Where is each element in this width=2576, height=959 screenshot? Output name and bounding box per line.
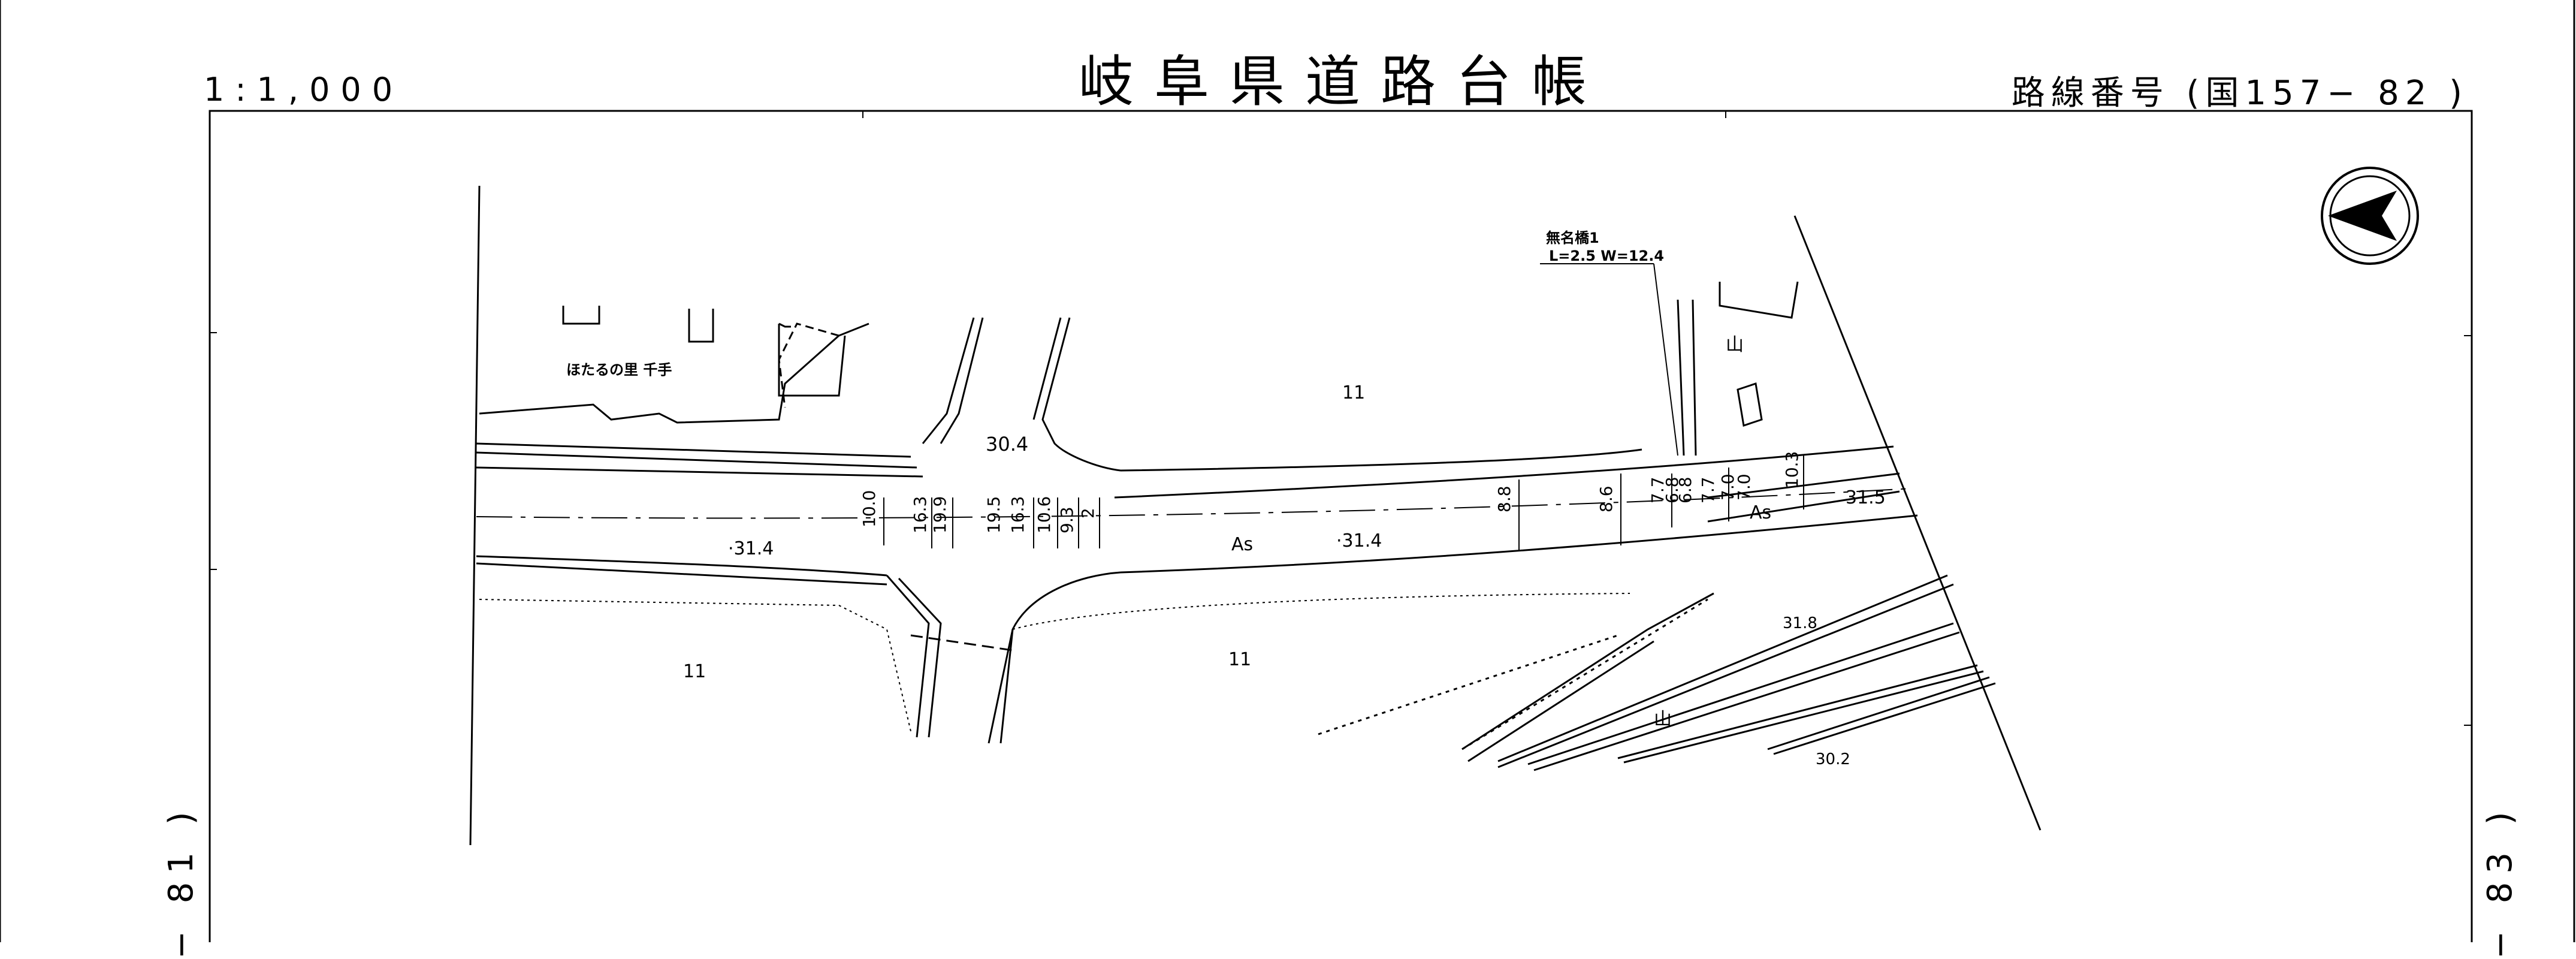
land-use-label: 11	[1342, 382, 1365, 403]
facility-label: ほたるの里 千手	[566, 361, 672, 378]
dimension-lines	[883, 456, 1804, 551]
bridge-name: 無名橋1	[1546, 230, 1599, 246]
width-dimension-label: 19.9	[930, 496, 950, 533]
rail-strips	[1318, 574, 1996, 771]
scale-label: 1:1,000	[204, 71, 404, 108]
width-dimension-label: 7.7	[1648, 477, 1668, 503]
width-dimension-label: 10.6	[1034, 496, 1054, 533]
elevation-label: ·31.4	[1336, 530, 1382, 551]
pavement-label: As	[1231, 534, 1253, 555]
cross-road	[886, 317, 1121, 744]
width-dimension-label: 8.6	[1596, 485, 1616, 512]
width-dimension-label: 6.8	[1662, 477, 1682, 503]
bridge-dimensions: L=2.5 W=12.4	[1549, 248, 1664, 264]
width-dimension-label: 7.0	[1734, 474, 1754, 500]
land-use-label: 山	[1654, 709, 1672, 730]
route-number-value: (国157− 82 )	[2186, 74, 2468, 113]
elevation-label: 31.8	[1783, 614, 1817, 632]
width-dimension-label: 10.0	[859, 490, 879, 527]
land-use-label: 11	[1228, 649, 1251, 670]
land-use-label: 山	[1726, 334, 1744, 355]
land-use-label: 11	[683, 661, 706, 682]
width-dimension-label: 8.8	[1494, 485, 1514, 512]
pavement-label: As	[1750, 502, 1771, 523]
width-dimension-label: 2	[1078, 508, 1098, 518]
route-number-label: 路線番号	[2011, 74, 2170, 113]
width-dimension-label: 9.3	[1057, 506, 1077, 533]
north-arrow-icon	[2321, 167, 2419, 265]
width-dimension-label: 19.5	[984, 496, 1004, 533]
buildings	[479, 281, 1799, 427]
page-title: 岐阜県道路台帳	[1079, 50, 1608, 114]
elevation-label: 31.5	[1846, 487, 1886, 508]
width-dimension-label: 16.3	[1008, 496, 1028, 533]
main-road	[476, 442, 1918, 586]
elevation-label: ·31.4	[728, 538, 774, 559]
elevation-label: 30.2	[1816, 750, 1850, 768]
width-dimension-label: 7.0	[1718, 474, 1738, 500]
width-dimension-label: 7.7	[1698, 477, 1718, 503]
route-number: 路線番号 (国157− 82 )	[2012, 66, 2468, 114]
map-frame	[209, 110, 2473, 942]
elevation-label: 30.4	[986, 433, 1028, 456]
width-dimension-label: 6.8	[1675, 477, 1695, 503]
width-dimension-label: 10.3	[1782, 451, 1802, 488]
width-dimension-label: 16.3	[910, 496, 930, 533]
